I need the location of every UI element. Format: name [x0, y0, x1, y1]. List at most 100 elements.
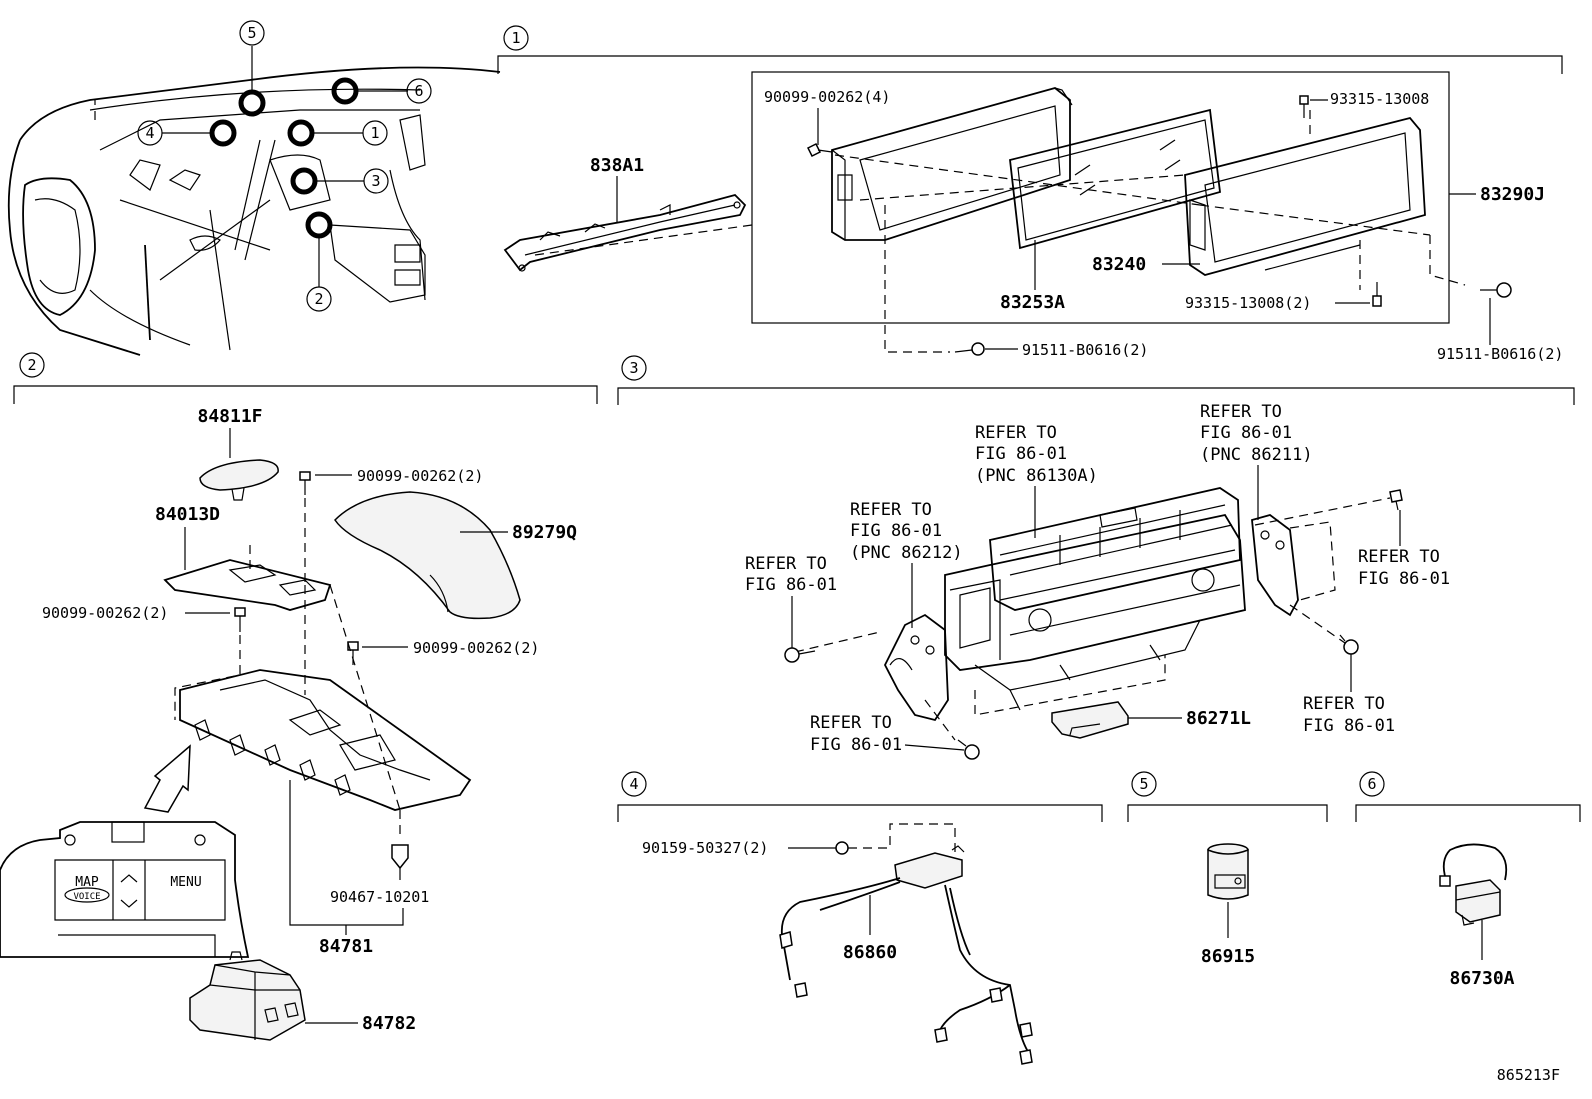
switch-84782 [189, 951, 306, 1041]
screw-90099-00262-b [234, 607, 246, 632]
label-90099-00262-c: 90099-00262(2) [413, 639, 539, 657]
label-90099-00262-a: 90099-00262(2) [357, 467, 483, 485]
display-assembly-box [751, 71, 1450, 324]
ref-mid-line1: REFER TO [850, 500, 932, 520]
svg-text:1: 1 [511, 29, 520, 47]
section-4-callout [621, 771, 647, 797]
svg-text:1: 1 [370, 124, 379, 142]
ref-bottom-left-line1: REFER TO [810, 713, 892, 733]
clip-90467-10201 [391, 844, 409, 870]
label-83253A: 83253A [1000, 292, 1065, 313]
section-6: 6 86730A [1355, 771, 1581, 989]
section-5: 5 86915 [1127, 771, 1328, 967]
ref-right-top-line3: (PNC 86211) [1200, 445, 1313, 465]
ref-right-line1: REFER TO [1358, 547, 1440, 567]
svg-text:4: 4 [145, 124, 154, 142]
chevron-up-icon [120, 874, 138, 883]
svg-text:6: 6 [414, 82, 423, 100]
overview-callout-3: 3 [363, 168, 389, 194]
chevron-down-icon [120, 899, 138, 908]
section-1: 1 838A1 [497, 25, 1563, 363]
section-1-callout [503, 25, 529, 51]
label-86271L: 86271L [1186, 708, 1251, 729]
section-3: 3 [617, 355, 1575, 760]
svg-text:6: 6 [1367, 775, 1376, 793]
bolt-left [784, 647, 816, 663]
label-90099-00262-4: 90099-00262(4) [764, 88, 890, 106]
module-86271L [1051, 701, 1129, 739]
ref-center-line1: REFER TO [975, 423, 1057, 443]
ref-bottom-right-line1: REFER TO [1303, 694, 1385, 714]
svg-text:2: 2 [27, 356, 36, 374]
section-2: 2 84811F 84013D 90099-00262(2) [0, 352, 598, 1041]
display-panel [1184, 116, 1426, 276]
overview-callout-5: 5 [239, 20, 265, 46]
label-84811F: 84811F [197, 406, 262, 427]
vehicle-overview [7, 46, 501, 356]
ref-mid-line2: FIG 86-01 [850, 521, 942, 541]
base-84781 [179, 669, 472, 811]
ref-left-line2: FIG 86-01 [745, 575, 837, 595]
svg-text:2: 2 [314, 290, 323, 308]
label-93315-13008: 93315-13008 [1330, 90, 1429, 108]
menu-label: MENU [170, 875, 201, 890]
label-89279Q: 89279Q [512, 522, 577, 543]
map-label: MAP [75, 875, 99, 890]
audio-head-unit [944, 487, 1246, 711]
bracket-right-86211 [1251, 514, 1299, 617]
ref-bottom-right-line2: FIG 86-01 [1303, 716, 1395, 736]
svg-text:3: 3 [371, 172, 380, 190]
label-84782: 84782 [362, 1013, 416, 1034]
part-86915 [1207, 843, 1249, 900]
screw-90099-00262-c [347, 641, 359, 665]
bracket-838A1 [503, 193, 747, 272]
bolt-91511-B0616-center [954, 342, 985, 356]
label-91511-B0616-center: 91511-B0616(2) [1022, 341, 1148, 359]
screw-93315-13008 [1299, 95, 1309, 118]
bolt-lower-left [957, 739, 980, 760]
ref-left-line1: REFER TO [745, 554, 827, 574]
display-glass [1009, 108, 1221, 250]
display-frame [831, 87, 1073, 241]
ref-center-line2: FIG 86-01 [975, 444, 1067, 464]
ref-center-line3: (PNC 86130A) [975, 466, 1098, 486]
screw-90099-00262-a [299, 471, 311, 495]
bolt-upper-right [1389, 489, 1403, 511]
label-86730A: 86730A [1449, 968, 1514, 989]
svg-text:4: 4 [629, 775, 638, 793]
label-84013D: 84013D [155, 504, 220, 525]
ref-mid-line3: (PNC 86212) [850, 543, 963, 563]
label-91511-B0616-right: 91511-B0616(2) [1437, 345, 1563, 363]
ref-bottom-left-line2: FIG 86-01 [810, 735, 902, 755]
bracket-left-86212 [883, 613, 949, 722]
ref-right-top-line1: REFER TO [1200, 402, 1282, 422]
section-6-callout [1359, 771, 1385, 797]
label-90099-00262-b: 90099-00262(2) [42, 604, 168, 622]
cover-89279Q [334, 491, 521, 620]
svg-text:5: 5 [247, 24, 256, 42]
screw-90099-00262-4 [806, 142, 833, 158]
section-4: 4 90159-50327(2) 86860 [617, 771, 1103, 1065]
harness-86860 [779, 845, 1033, 1065]
label-90467-10201: 90467-10201 [330, 888, 429, 906]
knob-84811F [199, 459, 279, 501]
switch-panel-detail: MAP VOICE MENU [0, 821, 250, 958]
arrow-icon [143, 744, 191, 813]
section-2-callout [19, 352, 45, 378]
screw-90159-50327 [835, 841, 849, 855]
label-93315-13008-2: 93315-13008(2) [1185, 294, 1311, 312]
svg-text:3: 3 [629, 359, 638, 377]
label-86915: 86915 [1201, 946, 1255, 967]
ref-right-top-line2: FIG 86-01 [1200, 423, 1292, 443]
overview-callout-2: 2 [306, 286, 332, 312]
bolt-lower-right [1339, 634, 1359, 655]
bolt-91511-B0616-right [1480, 282, 1512, 298]
voice-label: VOICE [73, 892, 100, 902]
ref-right-line2: FIG 86-01 [1358, 569, 1450, 589]
label-838A1: 838A1 [590, 155, 644, 176]
label-84781: 84781 [319, 936, 373, 957]
section-5-callout [1131, 771, 1157, 797]
section-3-callout [621, 355, 647, 381]
label-83240: 83240 [1092, 254, 1146, 275]
